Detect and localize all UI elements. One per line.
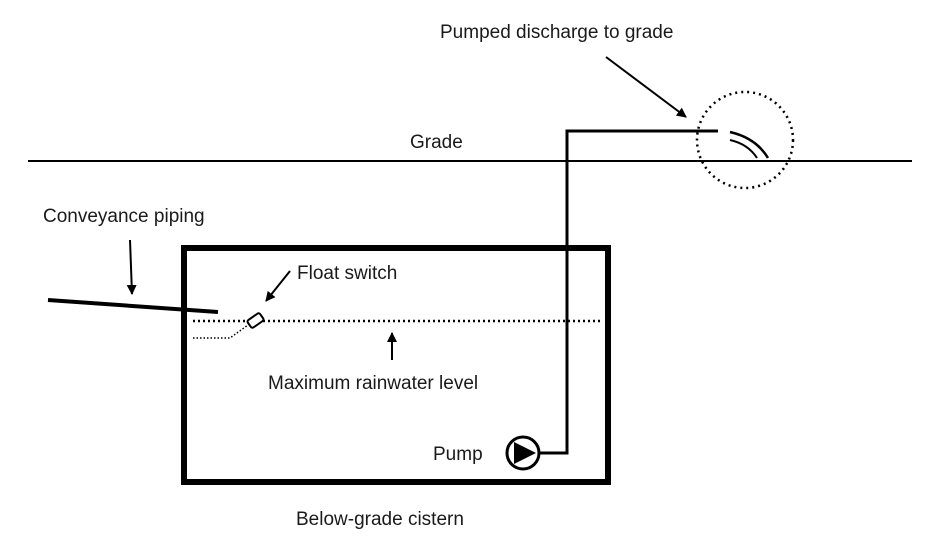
pumped-discharge-label: Pumped discharge to grade [440, 22, 673, 43]
splash-block-outer [729, 130, 770, 159]
conveyance-piping-label: Conveyance piping [43, 206, 205, 227]
conveyance-piping-arrow [126, 239, 137, 295]
float-switch-label: Float switch [297, 263, 397, 284]
discharge-detail-circle [695, 90, 795, 190]
conveyance-pipe [47, 298, 219, 314]
max-level-label: Maximum rainwater level [268, 373, 478, 394]
pump-symbol [505, 435, 541, 471]
float-switch-arrow [265, 270, 291, 302]
float-switch-cable [193, 324, 249, 339]
discharge-pipe [540, 129, 718, 455]
grade-label: Grade [410, 132, 463, 153]
cistern-label: Below-grade cistern [296, 509, 464, 530]
cistern-tank [181, 245, 611, 485]
pump-triangle [514, 442, 536, 464]
splash-block-inner [729, 139, 758, 159]
pump-label: Pump [433, 444, 483, 465]
float-switch-body [246, 312, 265, 329]
pumped-discharge-arrow [605, 56, 687, 118]
